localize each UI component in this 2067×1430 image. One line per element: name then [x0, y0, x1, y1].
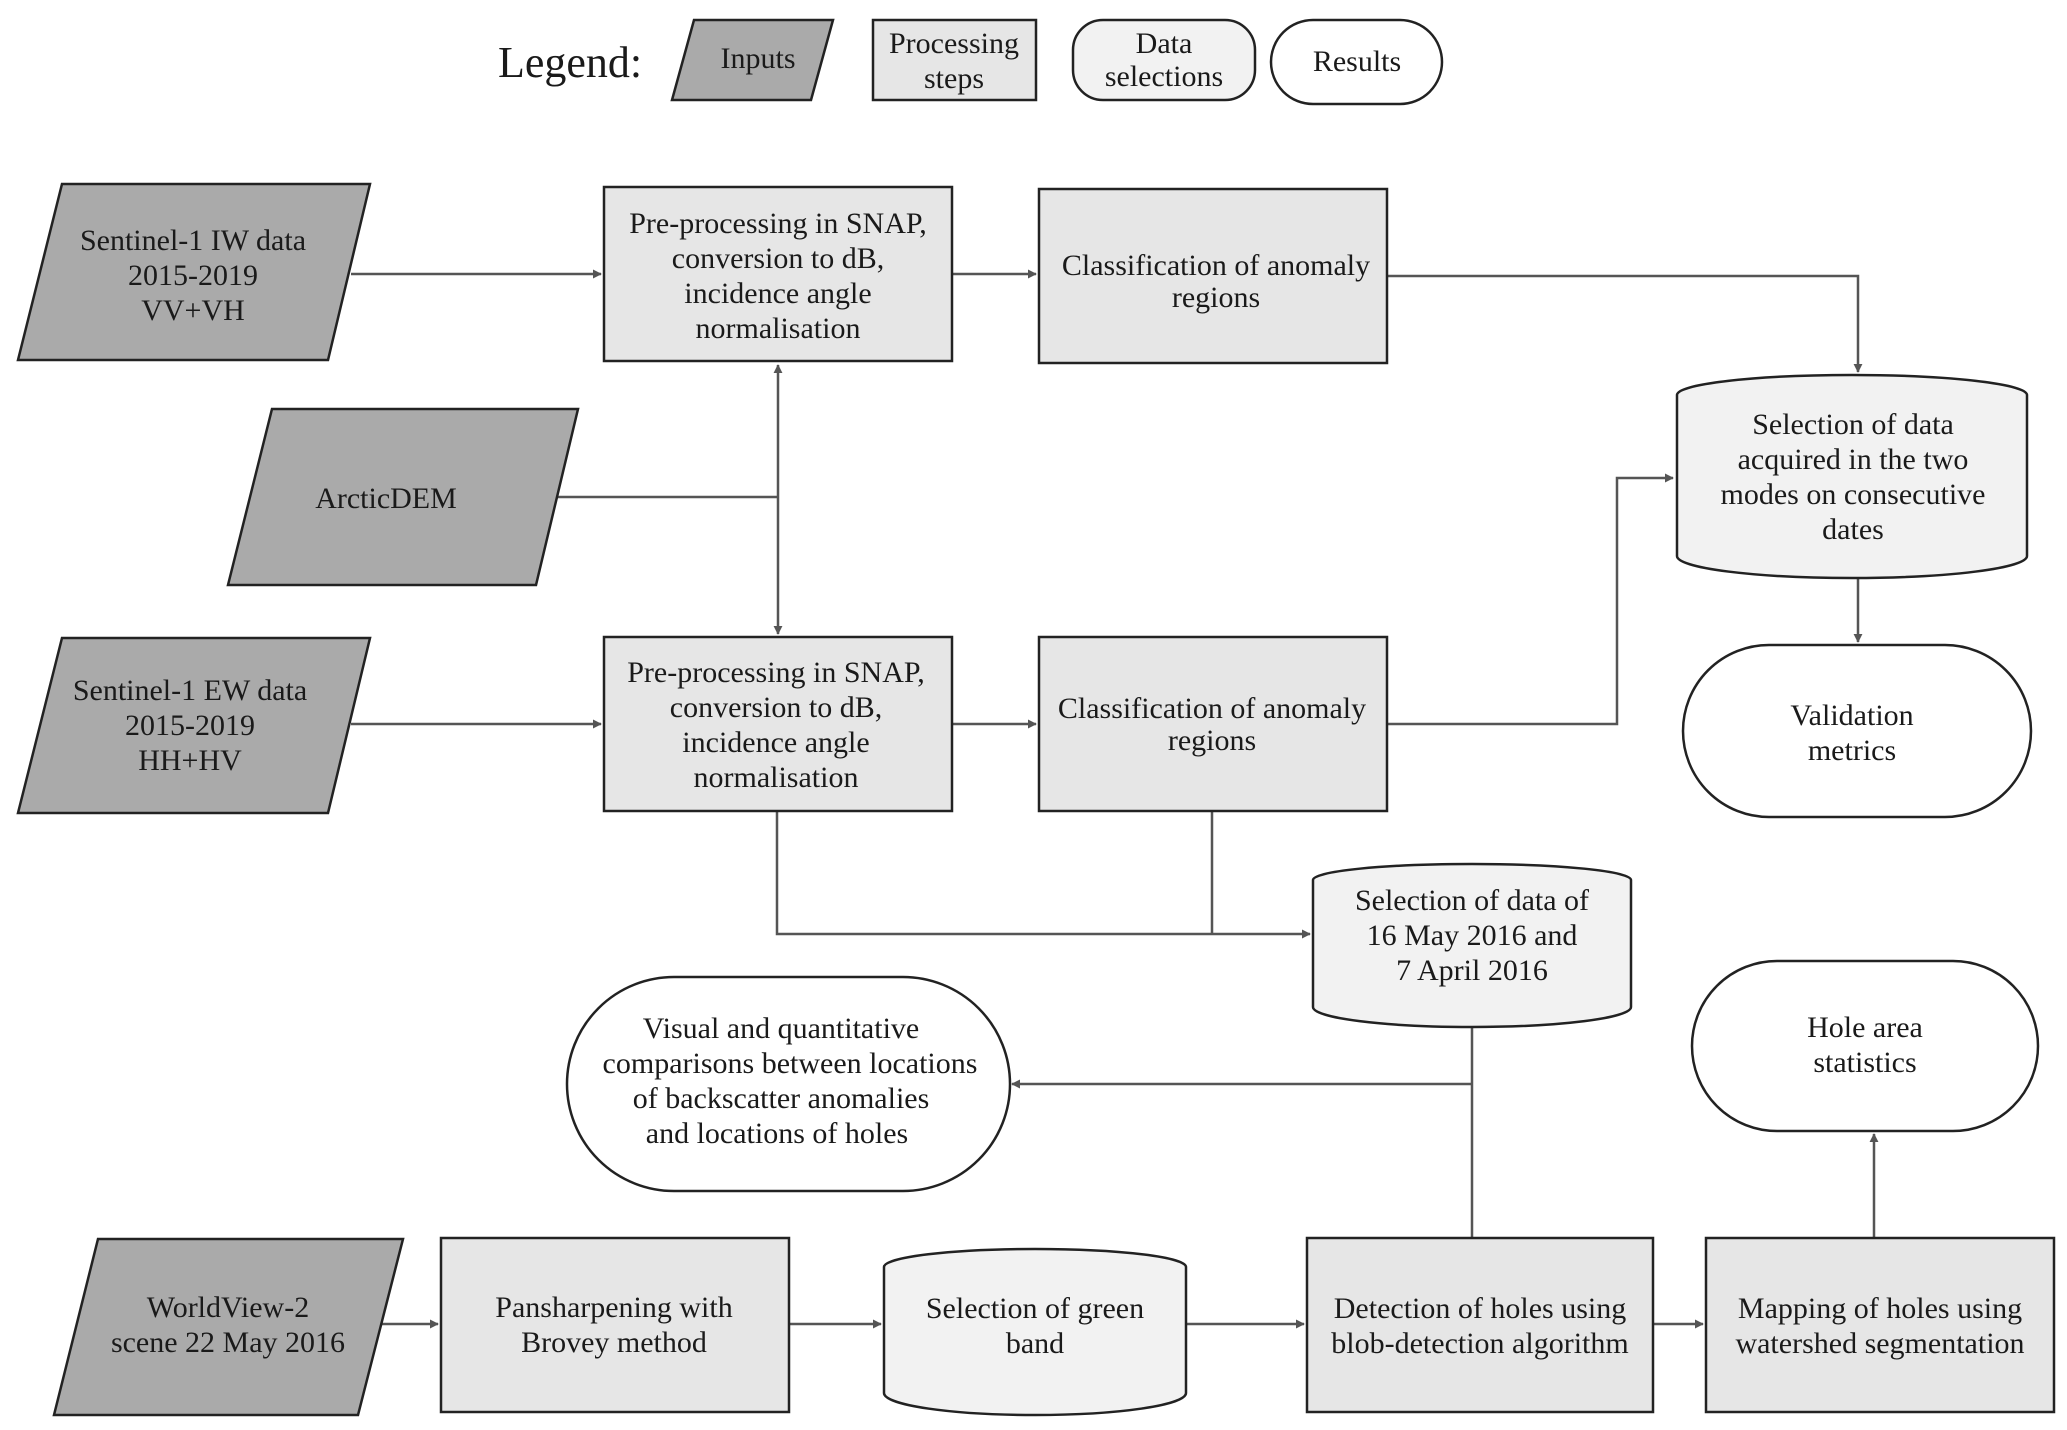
pansharpening-shape — [439, 1236, 791, 1414]
selection-green-shape — [882, 1247, 1188, 1417]
preprocessing-iw-line-2: conversion to dB, — [672, 242, 884, 275]
sentinel-iw-line-3: VV+VH — [141, 294, 245, 327]
node-preprocessing-ew: Pre-processing in SNAP, conversion to dB… — [602, 635, 954, 813]
node-worldview: WorldView-2 scene 22 May 2016 — [52, 1237, 405, 1417]
visual-comparison-line-1: Visual and quantitative — [643, 1012, 919, 1045]
preprocessing-ew-line-2: conversion to dB, — [670, 691, 882, 724]
sentinel-iw-shape — [16, 182, 372, 362]
visual-comparison-line-2: comparisons between locations — [603, 1047, 978, 1080]
preprocessing-ew-line-4: normalisation — [694, 761, 859, 794]
legend-selections-line-1: Data — [1136, 27, 1193, 60]
legend-processing-line-1: Processing — [889, 27, 1019, 60]
selection-dates-line-3: 7 April 2016 — [1396, 954, 1548, 987]
node-preprocessing-iw: Pre-processing in SNAP, conversion to dB… — [602, 185, 954, 363]
preprocessing-ew-shape — [602, 635, 954, 813]
node-classification-ew: Classification of anomaly regions — [1037, 635, 1389, 813]
arcticdem-shape — [226, 407, 580, 587]
visual-comparison-line-4: and locations of holes — [646, 1117, 908, 1150]
selection-two-modes-line-4: dates — [1822, 513, 1884, 546]
sentinel-ew-shape — [16, 636, 372, 815]
node-validation: Validation metrics — [1681, 643, 2033, 819]
sentinel-ew-line-3: HH+HV — [138, 744, 242, 777]
legend-processing-line-2: steps — [924, 62, 984, 95]
legend-title: Legend: — [498, 38, 642, 87]
selection-dates-line-2: 16 May 2016 and — [1367, 919, 1578, 952]
legend-input-shape — [670, 18, 835, 102]
classification-iw-line-2: regions — [1172, 281, 1260, 314]
node-selection-two-modes: Selection of data acquired in the two mo… — [1675, 373, 2029, 580]
detection-line-2: blob-detection algorithm — [1331, 1327, 1628, 1360]
selection-two-modes-line-2: acquired in the two — [1738, 443, 1969, 476]
selection-dates-shape — [1311, 862, 1633, 1029]
mapping-line-1: Mapping of holes using — [1738, 1292, 2022, 1325]
node-classification-iw: Classification of anomaly regions — [1037, 187, 1389, 365]
worldview-shape — [52, 1237, 405, 1417]
node-selection-dates: Selection of data of 16 May 2016 and 7 A… — [1311, 862, 1633, 1029]
detection-line-1: Detection of holes using — [1334, 1292, 1626, 1325]
worldview-line-1: WorldView-2 — [147, 1291, 309, 1324]
validation-line-1: Validation — [1790, 699, 1913, 732]
hole-statistics-line-1: Hole area — [1807, 1011, 1923, 1044]
classification-ew-shape — [1037, 635, 1389, 813]
legend-results-label: Results — [1313, 45, 1401, 78]
selection-green-line-2: band — [1006, 1327, 1064, 1360]
preprocessing-iw-line-4: normalisation — [696, 312, 861, 345]
legend-processing-shape — [871, 18, 1038, 102]
node-hole-statistics: Hole area statistics — [1690, 959, 2040, 1133]
preprocessing-ew-line-1: Pre-processing in SNAP, — [627, 656, 925, 689]
worldview-line-2: scene 22 May 2016 — [111, 1326, 345, 1359]
preprocessing-ew-line-3: incidence angle — [682, 726, 869, 759]
node-mapping: Mapping of holes using watershed segment… — [1704, 1236, 2056, 1414]
node-sentinel-iw: Sentinel-1 IW data 2015-2019 VV+VH — [16, 182, 372, 362]
node-arcticdem: ArcticDEM — [226, 407, 580, 587]
validation-shape — [1681, 643, 2033, 819]
classification-iw-shape — [1037, 187, 1389, 365]
legend-selections-line-2: selections — [1105, 60, 1223, 93]
edge-preproc-ew-to-date-selection — [775, 811, 1311, 939]
hole-statistics-line-2: statistics — [1813, 1046, 1916, 1079]
connectors — [351, 269, 1879, 1329]
selection-two-modes-shape — [1675, 373, 2029, 580]
preprocessing-iw-line-3: incidence angle — [684, 277, 871, 310]
mapping-line-2: watershed segmentation — [1735, 1327, 2024, 1360]
sentinel-iw-line-2: 2015-2019 — [128, 259, 258, 292]
selection-dates-line-1: Selection of data of — [1355, 884, 1589, 917]
classification-iw-line-1: Classification of anomaly — [1062, 249, 1370, 282]
legend-inputs-label: Inputs — [721, 42, 796, 75]
pansharpening-line-1: Pansharpening with — [495, 1291, 732, 1324]
detection-shape — [1305, 1236, 1655, 1414]
sentinel-ew-line-2: 2015-2019 — [125, 709, 255, 742]
selection-two-modes-line-1: Selection of data — [1752, 408, 1954, 441]
selection-green-line-1: Selection of green — [926, 1292, 1144, 1325]
edge-classif-iw-to-selection — [1387, 274, 1863, 373]
edge-classif-ew-to-selection — [1387, 473, 1674, 726]
node-detection: Detection of holes using blob-detection … — [1305, 1236, 1655, 1414]
sentinel-iw-line-1: Sentinel-1 IW data — [80, 224, 306, 257]
node-pansharpening: Pansharpening with Brovey method — [439, 1236, 791, 1414]
visual-comparison-line-3: of backscatter anomalies — [633, 1082, 930, 1115]
hole-statistics-shape — [1690, 959, 2040, 1133]
legend: Legend: Inputs Processing steps Data sel… — [498, 18, 1444, 106]
preprocessing-iw-line-1: Pre-processing in SNAP, — [629, 207, 927, 240]
classification-ew-line-1: Classification of anomaly — [1058, 692, 1366, 725]
classification-ew-line-2: regions — [1168, 724, 1256, 757]
mapping-shape — [1704, 1236, 2056, 1414]
visual-comparison-shape — [565, 975, 1012, 1193]
validation-line-2: metrics — [1808, 734, 1896, 767]
arcticdem-label: ArcticDEM — [315, 482, 457, 515]
legend-result-shape — [1269, 18, 1444, 106]
preprocessing-iw-shape — [602, 185, 954, 363]
node-selection-green: Selection of green band — [882, 1247, 1188, 1417]
legend-selection-shape — [1071, 18, 1257, 102]
node-visual-comparison: Visual and quantitative comparisons betw… — [565, 975, 1012, 1193]
sentinel-ew-line-1: Sentinel-1 EW data — [73, 674, 307, 707]
node-sentinel-ew: Sentinel-1 EW data 2015-2019 HH+HV — [16, 636, 372, 815]
pansharpening-line-2: Brovey method — [521, 1326, 707, 1359]
selection-two-modes-line-3: modes on consecutive — [1721, 478, 1986, 511]
